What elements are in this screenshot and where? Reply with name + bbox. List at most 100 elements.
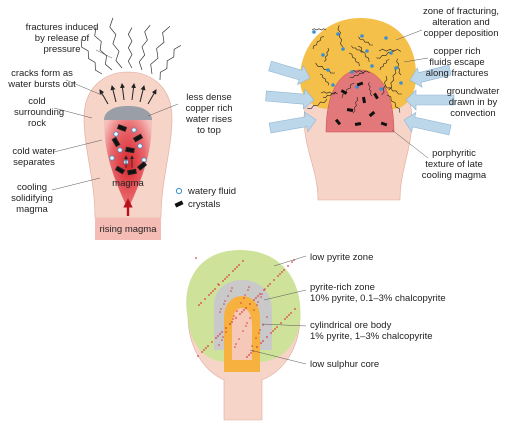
fracture-line (94, 27, 113, 71)
pyrite-dot (245, 307, 247, 309)
crystal (116, 124, 128, 132)
fracture-line (159, 45, 181, 81)
fracture-line (388, 68, 397, 91)
fracture-line (348, 52, 360, 67)
copper-fluid-dot (331, 83, 335, 87)
pyrite-dot (204, 298, 206, 300)
copper-fluid-dot (399, 81, 403, 85)
fracture-line (311, 28, 327, 31)
pyrite-dot (259, 329, 261, 331)
pyrite-dot (211, 341, 213, 343)
fracture-line (80, 39, 103, 75)
pyrite-dot (294, 308, 296, 310)
pyrite-dot (238, 264, 240, 266)
low-sulphur-core (232, 308, 252, 360)
pyrite-dot (245, 325, 247, 327)
fracture-line (357, 45, 370, 62)
pyrite-dot (259, 293, 261, 295)
pyrite-dot (214, 288, 216, 290)
pyrite-dot (253, 309, 255, 311)
fracture-line (341, 82, 355, 99)
pyrite-dot (220, 308, 222, 310)
pyrite-dot (218, 344, 220, 346)
burst-arrow (120, 83, 125, 101)
pyrite-dot (243, 297, 245, 299)
pyrite-dot (242, 330, 244, 332)
pyrite-dot (195, 257, 197, 259)
copper-fluid-dot (384, 36, 388, 40)
fracture-line (368, 82, 373, 97)
pyrite-dot (235, 343, 237, 345)
pyrite-dot (241, 311, 243, 313)
label-low-pyrite: low pyrite zone (310, 252, 374, 263)
pyrite-dot (221, 339, 223, 341)
pyrite-dot (272, 330, 274, 332)
pyrite-dot (261, 293, 263, 295)
crystal (380, 121, 388, 127)
pyrite-dot (256, 346, 258, 348)
pyrite-dot (234, 268, 236, 270)
pyrite-dot (255, 337, 257, 339)
rising-magma-box (95, 218, 161, 240)
pyrite-dot (257, 295, 259, 297)
fracture-line (379, 59, 390, 71)
pyrite-dot (243, 309, 245, 311)
pyrite-dot (283, 269, 285, 271)
pyrite-dot (224, 278, 226, 280)
pyrite-dot (288, 314, 290, 316)
pyrite-dot (201, 351, 203, 353)
pyrite-dot (291, 261, 293, 263)
burst-arrow (110, 85, 117, 103)
pyrite-dot (240, 302, 242, 304)
groundwater-arrow (403, 111, 452, 136)
pyrite-dot (219, 333, 221, 335)
pyrite-dot (255, 297, 257, 299)
pyrite-dot (197, 355, 199, 357)
pyrite-dot (253, 299, 255, 301)
crystal (346, 108, 354, 112)
crystal (132, 133, 144, 143)
fracture-zone (300, 18, 417, 109)
pyrite-dot (233, 315, 235, 317)
panel-copper-deposition (265, 18, 455, 201)
fracture-line (386, 94, 401, 113)
pyrite-dot (222, 280, 224, 282)
fracture-line (109, 17, 123, 69)
fluid-bubble (131, 127, 137, 133)
fracture-line (349, 70, 366, 79)
copper-fluid-dot (341, 47, 345, 51)
pyrite-dot (210, 292, 212, 294)
fluid-bubble (117, 147, 123, 153)
burst-arrow (147, 89, 157, 105)
crystal (111, 136, 121, 148)
copper-fluid-dot (379, 87, 383, 91)
pyrite-dot (267, 285, 269, 287)
fracture-line (358, 36, 374, 46)
pyrite-dot (235, 317, 237, 319)
crystal (334, 118, 342, 126)
fracture-line (150, 26, 171, 75)
groundwater-arrow (405, 89, 455, 111)
pyrite-dot (270, 332, 272, 334)
crystal (362, 96, 366, 104)
copper-fluid-dot (389, 51, 393, 55)
fluid-bubble (113, 131, 119, 137)
pyrite-dot (251, 345, 253, 347)
pyrite-dot (262, 324, 264, 326)
groundwater-arrow (265, 88, 315, 110)
label-magma: magma (112, 178, 144, 189)
pyrite-dot (249, 317, 251, 319)
fracture-line (337, 25, 344, 48)
pyrite-dot (223, 303, 225, 305)
copper-fluid-dot (336, 32, 340, 36)
fracture-line (378, 48, 402, 52)
fracture-line (320, 91, 338, 95)
crystal (373, 92, 379, 100)
pyrite-dot (287, 265, 289, 267)
pyrite-dot (246, 322, 248, 324)
pyrite-dot (244, 294, 246, 296)
